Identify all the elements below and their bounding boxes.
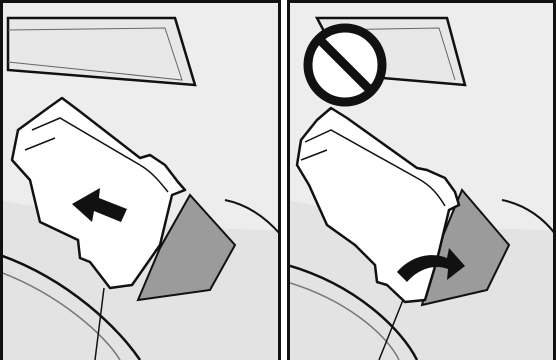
panel-illustration: [287, 0, 556, 360]
illustration-panel-correct: [0, 0, 281, 360]
panel-illustration: [0, 0, 281, 360]
prohibition-icon: [308, 28, 382, 102]
illustration-panel-incorrect: [287, 0, 556, 360]
